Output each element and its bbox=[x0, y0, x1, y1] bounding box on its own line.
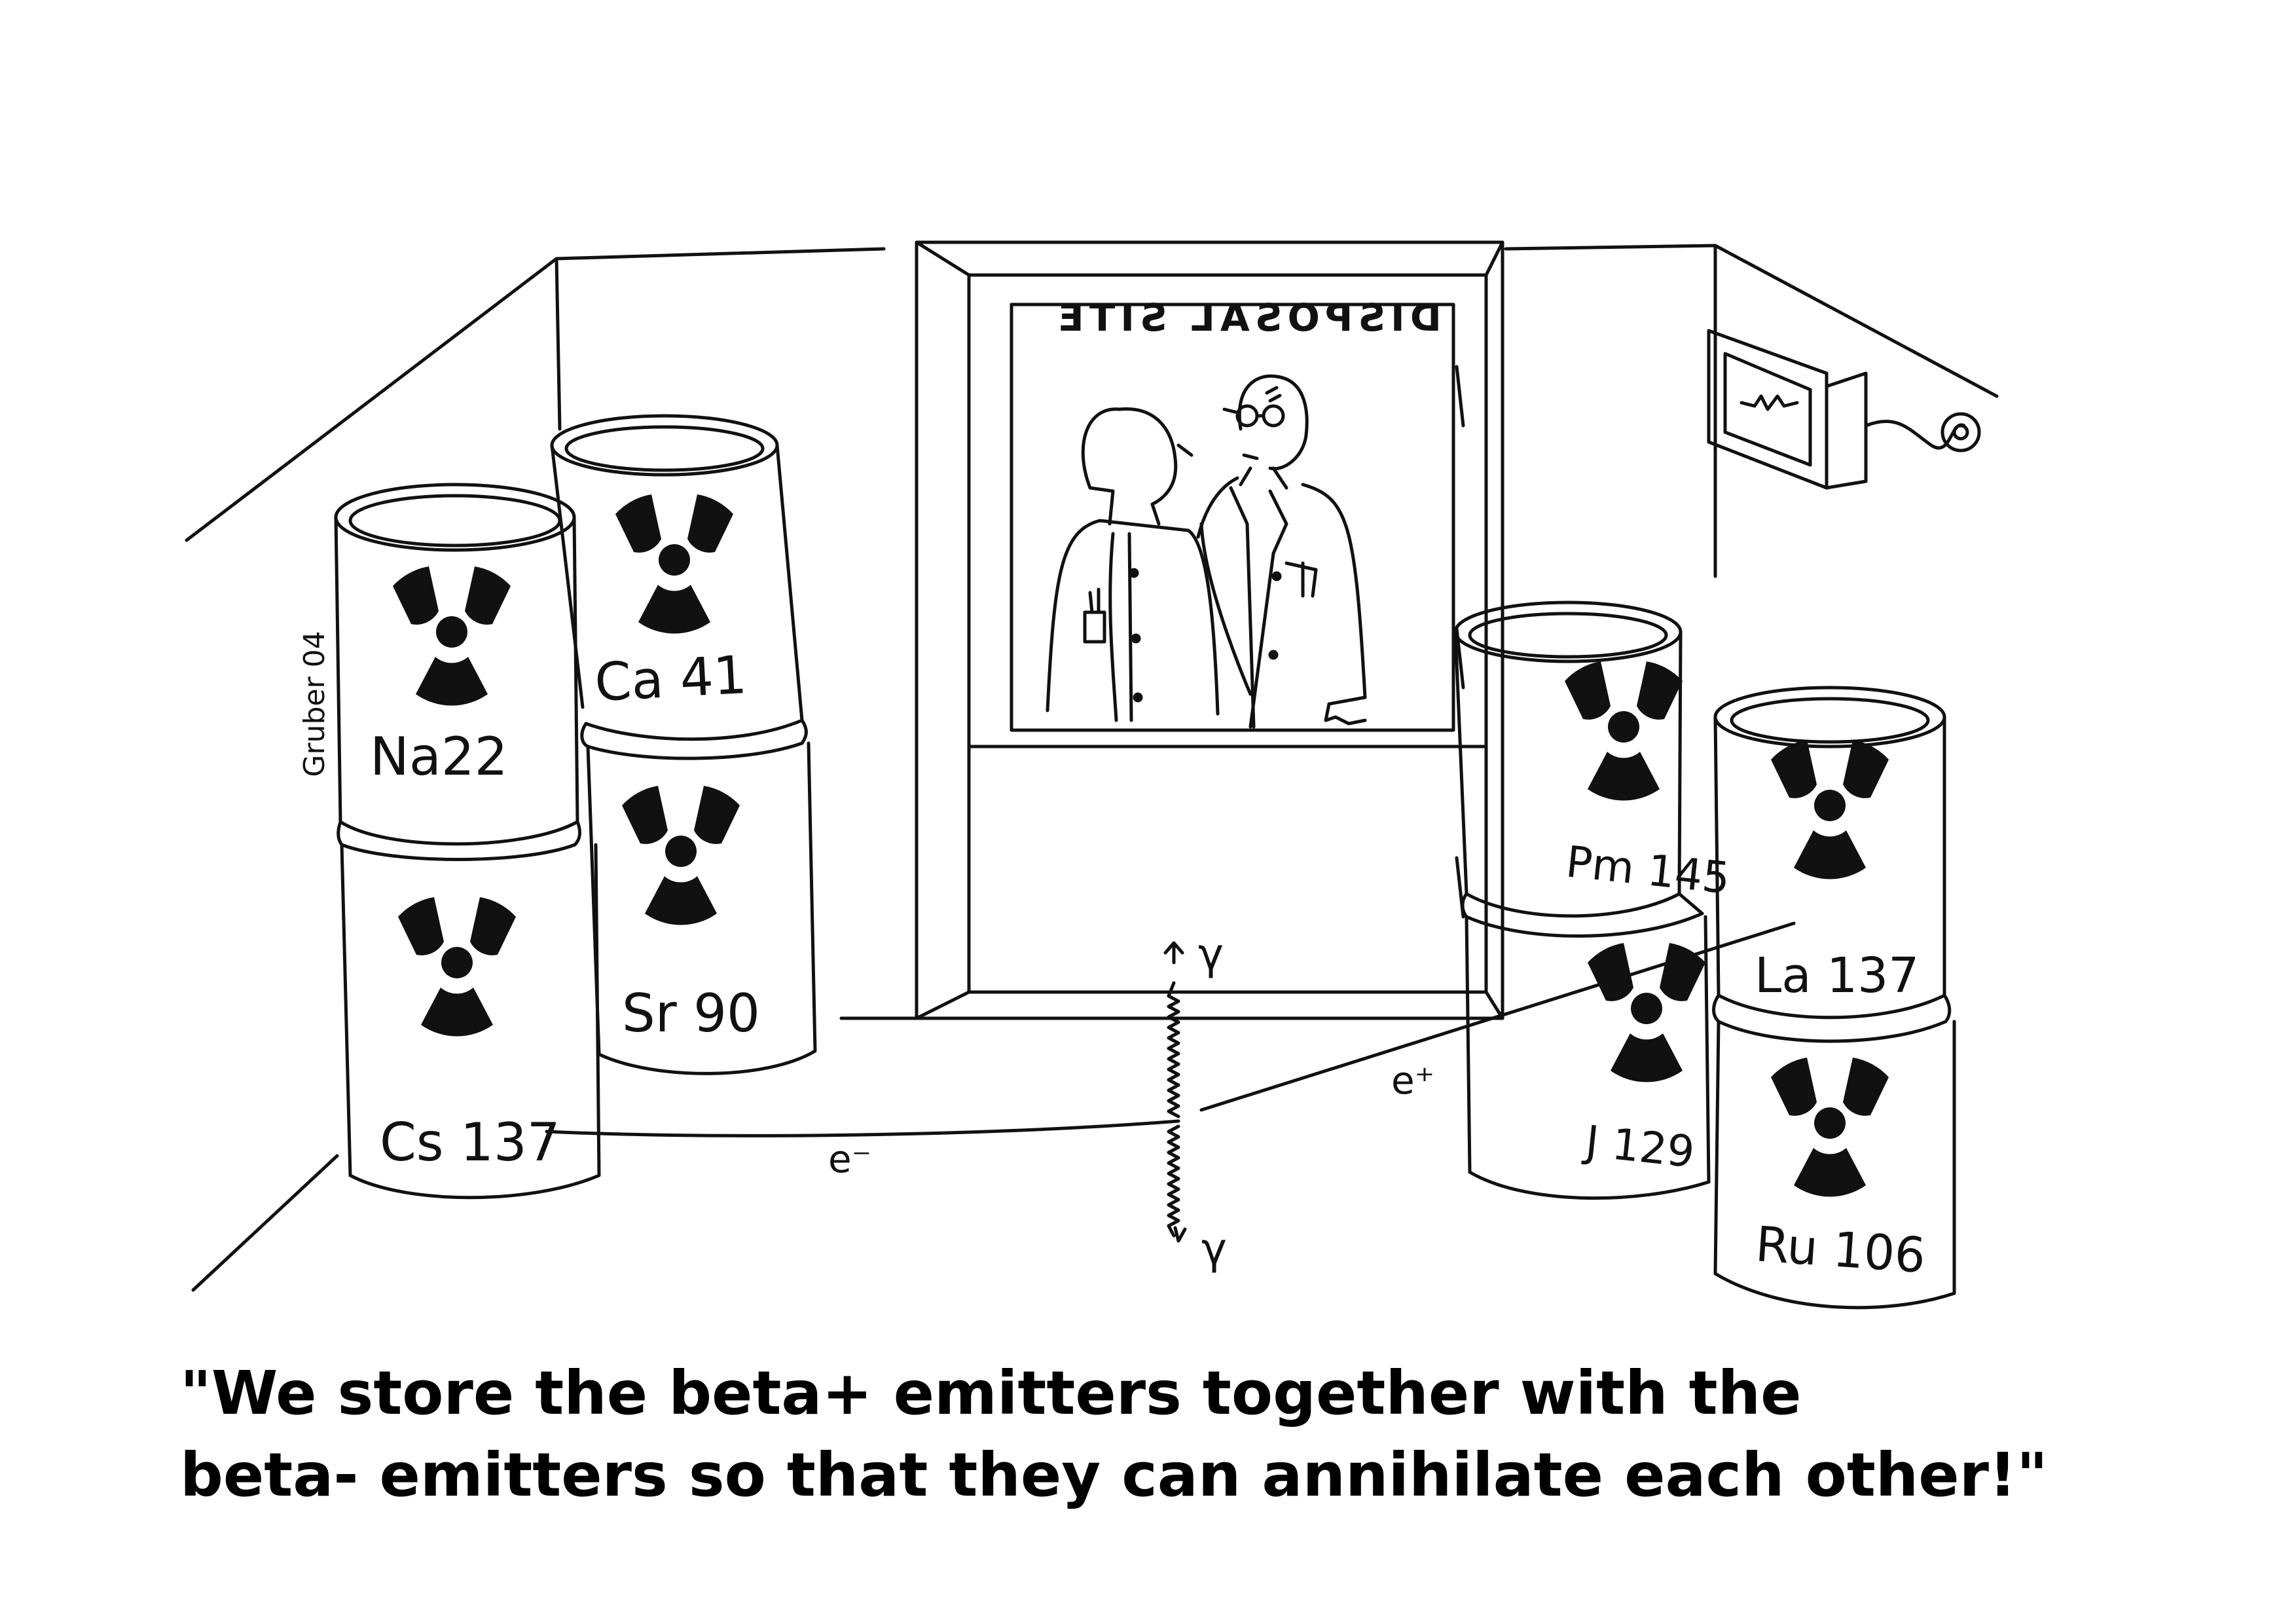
electron-label: e⁻ bbox=[828, 1137, 871, 1181]
barrel-pm145 bbox=[1453, 600, 1683, 918]
barrel-label-sr90: Sr 90 bbox=[622, 983, 760, 1044]
barrel-ca41 bbox=[550, 414, 804, 741]
barrel-label-na22: Na22 bbox=[370, 726, 508, 787]
barrel-la137 bbox=[1713, 686, 1946, 1020]
caption-line-1: "We store the beta+ emitters together wi… bbox=[180, 1358, 1802, 1428]
gamma-arrow-up bbox=[1163, 941, 1184, 965]
barrel-cs137 bbox=[337, 820, 601, 1200]
electron-track bbox=[545, 1119, 1180, 1137]
wall-monitor bbox=[1707, 329, 1981, 490]
barrel-ru106 bbox=[1712, 993, 1956, 1310]
barrel-label-pm145: Pm 145 bbox=[1563, 836, 1732, 904]
disposal-site-sign: DISPOSAL SITE bbox=[1053, 295, 1442, 340]
floor-left-edge bbox=[191, 1154, 339, 1292]
radiation-icon bbox=[1771, 740, 1889, 879]
caption-line-2: beta- emitters so that they can annihila… bbox=[180, 1440, 2048, 1510]
radiation-icon bbox=[398, 897, 516, 1037]
radiation-icon bbox=[615, 494, 733, 634]
gamma-wave-up bbox=[1167, 981, 1180, 1118]
radiation-icon bbox=[1588, 943, 1705, 1082]
scientist-man bbox=[1196, 374, 1367, 729]
disposal-window bbox=[915, 240, 1504, 1020]
gamma-label-bottom: γ bbox=[1201, 1224, 1227, 1274]
cartoon-caption: "We store the beta+ emitters together wi… bbox=[180, 1352, 2242, 1516]
gamma-label-top: γ bbox=[1198, 929, 1224, 980]
radiation-icon bbox=[622, 786, 740, 925]
barrel-label-ru106: Ru 106 bbox=[1754, 1216, 1927, 1284]
positron-label: e⁺ bbox=[1391, 1058, 1434, 1103]
scientist-woman bbox=[1046, 407, 1220, 722]
gamma-wave-down bbox=[1167, 1124, 1180, 1238]
right-wall-top-edge bbox=[1504, 244, 1999, 398]
radiation-icon bbox=[393, 566, 511, 706]
positron-track bbox=[1199, 921, 1796, 1112]
barrel-label-la137: La 137 bbox=[1755, 948, 1919, 1004]
left-wall-corner-line bbox=[555, 257, 562, 431]
barrel-label-cs137: Cs 137 bbox=[380, 1112, 560, 1173]
barrel-label-ca41: Ca 41 bbox=[593, 644, 748, 713]
barrel-label-j129: J 129 bbox=[1580, 1116, 1697, 1177]
barrel-j129 bbox=[1461, 892, 1711, 1200]
artist-signature: Gruber 04 bbox=[298, 631, 331, 777]
radiation-icon bbox=[1565, 661, 1683, 801]
gamma-arrow-down bbox=[1173, 1226, 1187, 1243]
barrel-sr90 bbox=[580, 718, 817, 1075]
radiation-icon bbox=[1771, 1058, 1889, 1197]
left-wall-top-edge bbox=[185, 247, 886, 542]
